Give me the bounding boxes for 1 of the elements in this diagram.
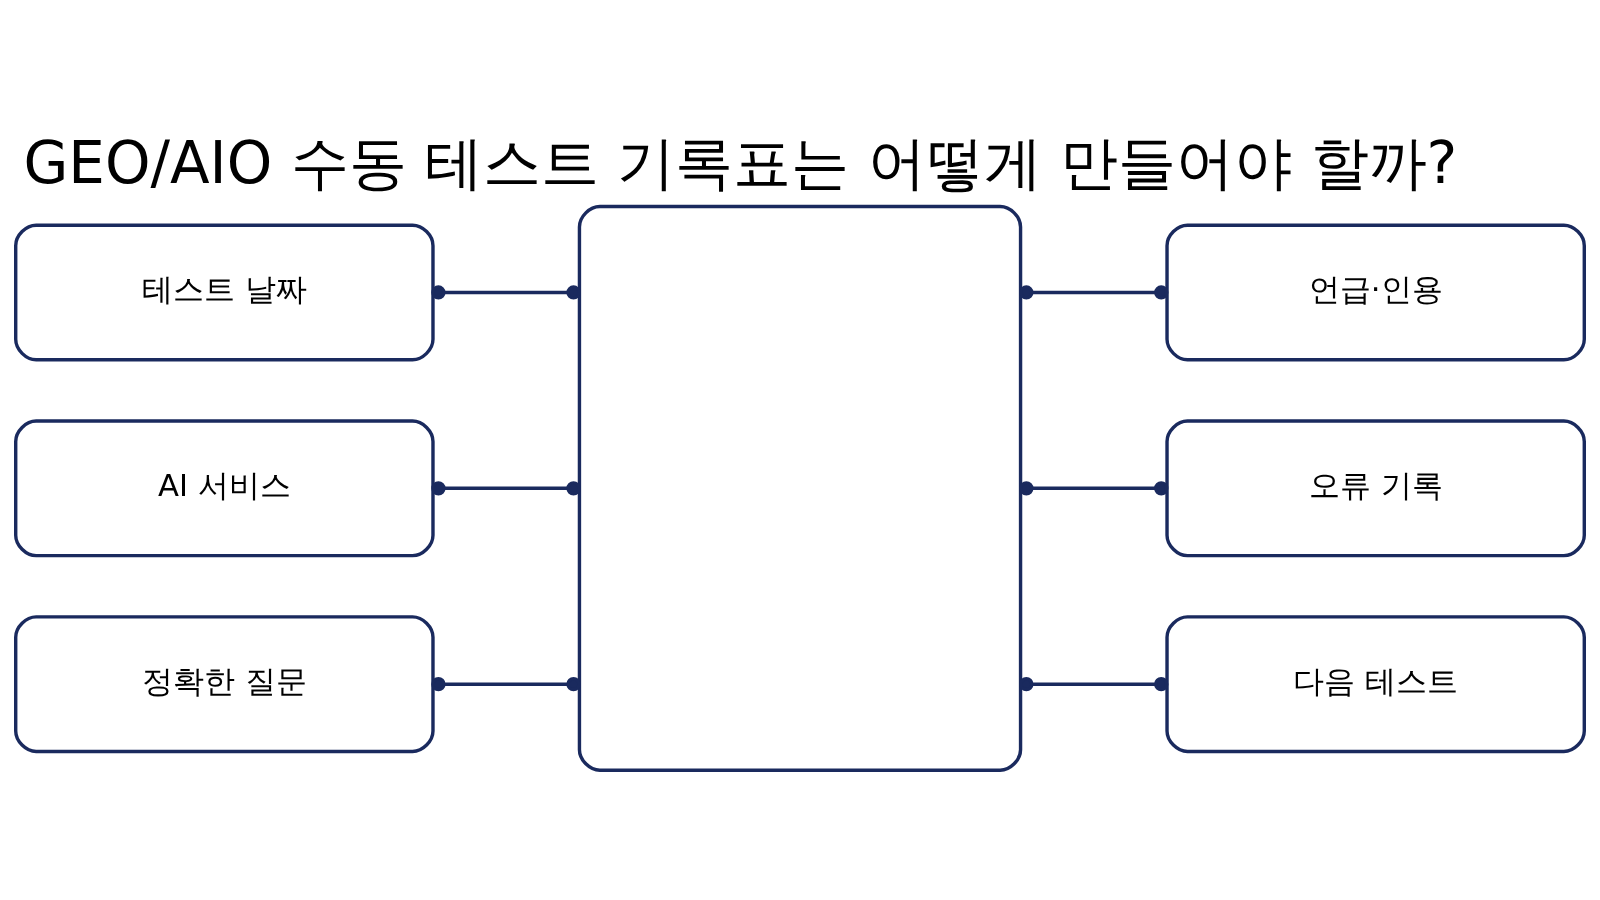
diagram-title: GEO/AIO 수동 테스트 기록표는 어떻게 만들어야 할까?: [23, 128, 1458, 197]
